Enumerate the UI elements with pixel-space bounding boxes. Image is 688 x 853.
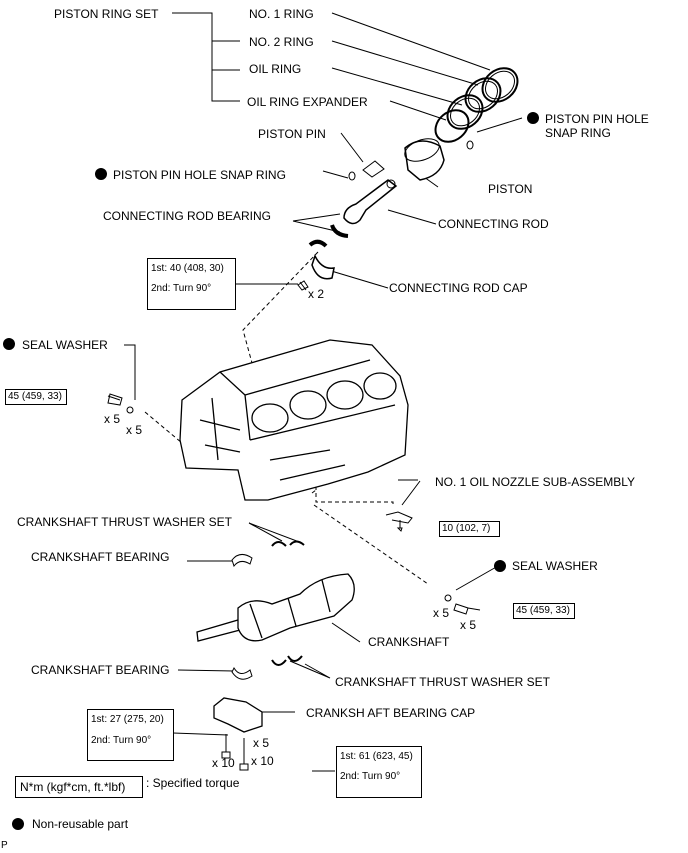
label-seal-washer-left: SEAL WASHER <box>22 338 108 352</box>
label-crankshaft-thrust-washer-set-bottom: CRANKSHAFT THRUST WASHER SET <box>335 675 550 689</box>
snap-ring-left-shape <box>348 171 356 181</box>
label-seal-washer-right: SEAL WASHER <box>512 559 598 573</box>
label-piston-ring-set: PISTON RING SET <box>54 7 159 21</box>
seal-washer-left-shape <box>126 406 134 414</box>
non-reusable-icon <box>494 560 506 572</box>
assembly-dashed-lines <box>144 251 429 585</box>
bearing-cap-shape <box>213 697 263 733</box>
label-connecting-rod-cap: CONNECTING ROD CAP <box>389 281 528 295</box>
oil-ring-shape <box>446 94 484 130</box>
seal-bolt-right-shape <box>453 603 481 615</box>
label-piston-pin: PISTON PIN <box>258 127 326 141</box>
torque-box-cap-a: 1st: 27 (275, 20) 2nd: Turn 90° <box>87 709 174 761</box>
label-oil-ring-expander: OIL RING EXPANDER <box>247 95 368 109</box>
leader-lines <box>124 12 523 772</box>
expander-shape <box>434 109 470 143</box>
seal-washer-right-shape <box>444 594 452 602</box>
label-no1-ring: NO. 1 RING <box>249 7 314 21</box>
cap-bolt-b-shape <box>239 738 249 771</box>
torque-cap-a-2nd: 2nd: Turn 90° <box>91 735 152 746</box>
rod-bolt-shape <box>297 280 309 291</box>
footer-code: P <box>1 840 8 851</box>
torque-seal-bolt-left: 45 (459, 33) <box>8 391 62 402</box>
label-crankshaft-bearing-bottom: CRANKSHAFT BEARING <box>31 663 170 677</box>
connecting-rod-shape <box>343 179 398 225</box>
torque-cap-a-1st: 1st: 27 (275, 20) <box>91 714 164 725</box>
torque-rod-cap-2nd: 2nd: Turn 90° <box>151 283 212 294</box>
label-piston-pin-hole-snap-ring-left: PISTON PIN HOLE SNAP RING <box>113 168 286 182</box>
qty-seal-bolt-right: x 5 <box>460 618 477 632</box>
legend-unit-desc: : Specified torque <box>146 776 240 790</box>
legend-non-reusable: Non-reusable part <box>32 817 129 831</box>
cap-bolt-a-shape <box>221 734 231 759</box>
qty-seal-bolt-left: x 5 <box>104 412 121 426</box>
label-crankshaft-thrust-washer-set-top: CRANKSHAFT THRUST WASHER SET <box>17 515 232 529</box>
torque-cap-b-2nd: 2nd: Turn 90° <box>340 771 401 782</box>
crank-bearing-bottom-shape <box>231 666 253 680</box>
oil-nozzle-shape <box>385 511 413 528</box>
legend-unit-text: N*m (kgf*cm, ft.*lbf) <box>20 780 126 794</box>
torque-box-seal-bolt-left: 45 (459, 33) <box>5 389 67 405</box>
cylinder-block-shape <box>179 339 409 501</box>
label-piston-pin-hole-snap-ring-right: PISTON PIN HOLE SNAP RING <box>545 112 649 140</box>
label-crankshaft-bearing-top: CRANKSHAFT BEARING <box>31 550 170 564</box>
non-reusable-icon <box>12 818 24 830</box>
torque-box-rod-cap: 1st: 40 (408, 30) 2nd: Turn 90° <box>147 258 236 310</box>
qty-seal-washer-left: x 5 <box>126 423 143 437</box>
label-connecting-rod: CONNECTING ROD <box>438 217 549 231</box>
torque-oil-nozzle: 10 (102, 7) <box>442 523 491 534</box>
qty-rod-bolt: x 2 <box>308 287 325 301</box>
torque-seal-bolt-right: 45 (459, 33) <box>516 605 570 616</box>
torque-rod-cap-1st: 1st: 40 (408, 30) <box>151 263 224 274</box>
label-piston: PISTON <box>488 182 533 196</box>
non-reusable-icon <box>527 112 539 124</box>
snap-ring-right-shape <box>466 140 474 150</box>
label-crankshaft: CRANKSHAFT <box>368 635 450 649</box>
torque-cap-b-1st: 1st: 61 (623, 45) <box>340 751 413 762</box>
label-connecting-rod-bearing: CONNECTING ROD BEARING <box>103 209 272 223</box>
thrust-washer-bottom-b <box>287 655 303 662</box>
crank-bearing-top-shape <box>231 554 253 568</box>
seal-bolt-left-shape <box>107 393 123 406</box>
torque-box-oil-nozzle: 10 (102, 7) <box>439 521 500 537</box>
thrust-washer-bottom-a <box>271 659 287 666</box>
torque-box-seal-bolt-right: 45 (459, 33) <box>513 603 575 619</box>
qty-seal-washer-right: x 5 <box>433 606 450 620</box>
label-no2-ring: NO. 2 RING <box>249 35 314 49</box>
no2-ring-shape <box>464 77 502 113</box>
crankshaft-shape <box>196 573 355 642</box>
label-no1-oil-nozzle: NO. 1 OIL NOZZLE SUB-ASSEMBLY <box>435 475 636 489</box>
ring-set-bracket <box>172 12 240 102</box>
thrust-washer-top-b <box>289 540 305 546</box>
no1-ring-shape <box>481 67 519 103</box>
label-crankshaft-bearing-cap: CRANKSH AFT BEARING CAP <box>306 706 476 720</box>
qty-cap-small: x 5 <box>253 736 270 750</box>
piston-pin-shape <box>362 160 385 178</box>
non-reusable-icon <box>95 168 107 180</box>
legend-unit-box: N*m (kgf*cm, ft.*lbf) <box>15 776 143 798</box>
non-reusable-icon <box>3 338 15 350</box>
label-oil-ring: OIL RING <box>249 62 302 76</box>
rod-cap-shape <box>311 254 335 280</box>
rod-bearing-upper <box>330 224 349 238</box>
thrust-washer-top-a <box>271 541 287 547</box>
qty-cap-bolt-b: x 10 <box>251 754 274 768</box>
torque-box-cap-b: 1st: 61 (623, 45) 2nd: Turn 90° <box>336 746 422 798</box>
qty-cap-bolt-a: x 10 <box>212 756 235 770</box>
rod-bearing-lower <box>308 239 328 248</box>
